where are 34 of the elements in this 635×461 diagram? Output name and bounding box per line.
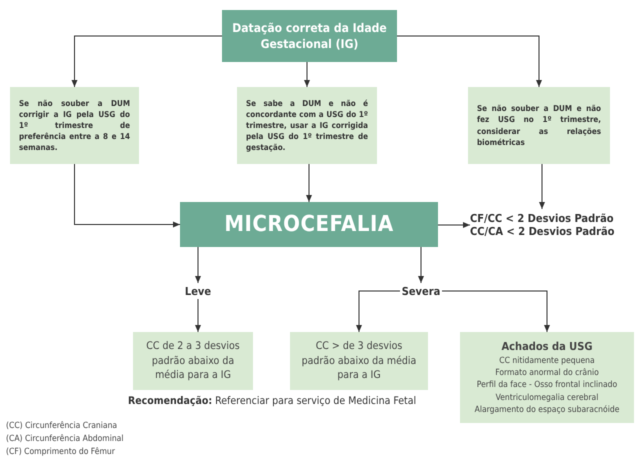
abbreviation-note: (CC) Circunferência Craniana	[6, 421, 118, 431]
recommendation-note: Recomendação: Referenciar para serviço de Medicina Fetal	[128, 395, 416, 407]
arrow	[539, 164, 545, 210]
abbreviation-note: (CF) Comprimento do Fêmur	[6, 447, 115, 457]
node-text: CC/CA < 2 Desvios Padrão	[470, 225, 614, 238]
findings-box	[460, 332, 634, 423]
node-text: Ventriculomegalia cerebral	[496, 392, 598, 404]
result-box: CC > de 3 desvios padrão abaixo da média para a IG	[290, 332, 428, 390]
process-box: Se não souber a DUM e não fez USG no 1º trimestre, considerar as relações biométricas	[468, 87, 610, 164]
arrow	[438, 222, 470, 228]
title-box: Datação correta da Idade Gestacional (IG)	[222, 10, 397, 62]
arrow	[304, 62, 310, 88]
arrow	[442, 290, 550, 332]
abbreviation-note: (CA) Circunferência Abdominal	[6, 434, 124, 444]
process-box: Se não souber a DUM corrigir a IG pela USG do 1º trimestre de preferência entre a 8 e 14 semanas.	[10, 87, 139, 164]
arrow	[74, 164, 180, 228]
node-text: Leve	[184, 284, 212, 298]
arrow	[195, 298, 201, 332]
node-text: Severa	[402, 284, 440, 298]
result-box: CC de 2 a 3 desvios padrão abaixo da média para a IG	[133, 332, 253, 390]
arrow	[72, 36, 222, 88]
node-text: CF/CC < 2 Desvios Padrão	[470, 212, 614, 225]
node-text: Perfil da face - Osso frontal inclinado	[476, 379, 618, 392]
arrow	[418, 246, 424, 284]
process-box: Se sabe a DUM e não é concordante com a USG do 1º trimestre, usar a IG corrigida pela USG do 1º trimestre de gestação.	[237, 87, 377, 164]
node-text: CC nitidamente pequena	[499, 354, 595, 367]
box-heading: Achados da USG	[502, 338, 592, 355]
arrow	[195, 246, 201, 284]
arrow	[356, 290, 400, 332]
node-text: Formato anormal do crânio	[495, 367, 599, 380]
arrow	[396, 36, 542, 88]
diagnosis-box: MICROCEFALIA	[180, 202, 438, 247]
arrow	[306, 164, 312, 202]
node-text: Alargamento do espaço subaracnóide	[474, 404, 620, 416]
